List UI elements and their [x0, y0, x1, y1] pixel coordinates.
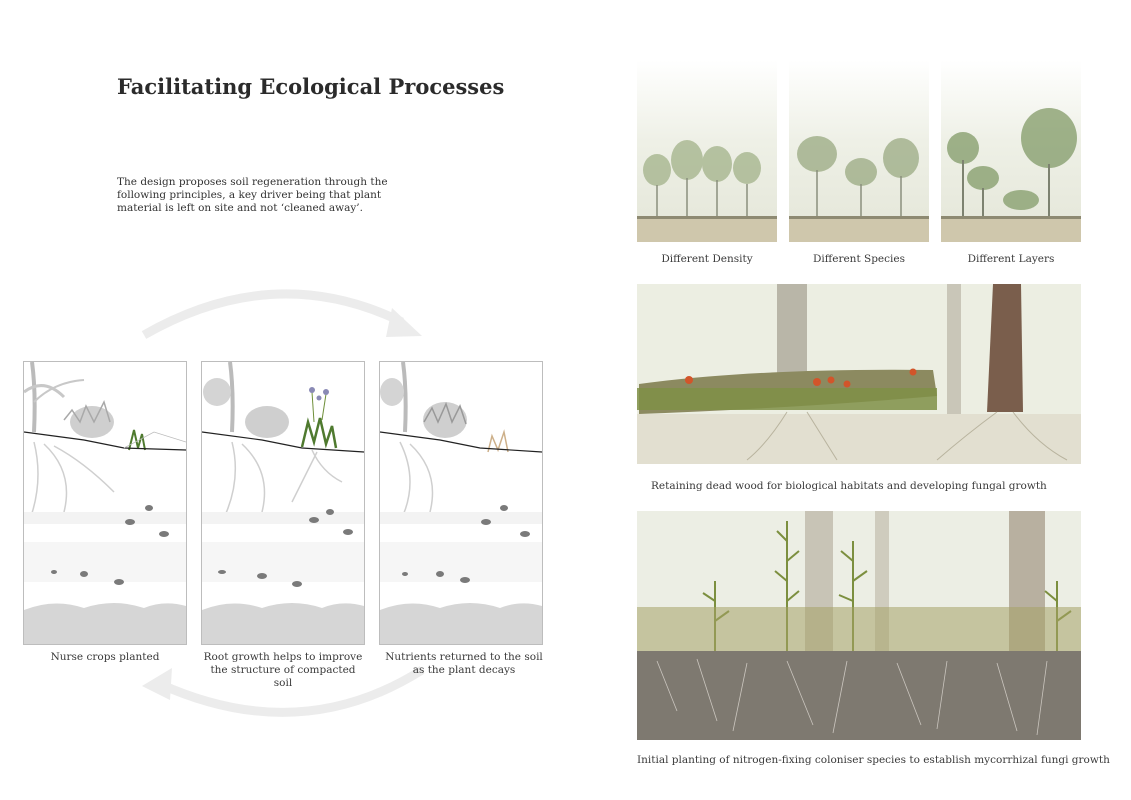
- forest-layers-image: [941, 60, 1081, 242]
- forest-species-image: [789, 60, 929, 242]
- deadwood-image: [637, 284, 1081, 464]
- soil-section-nurse-crops: [23, 361, 187, 645]
- cycle-arrow-top: [141, 289, 422, 339]
- page-title: Facilitating Ecological Processes: [117, 74, 505, 99]
- layers-caption: Different Layers: [967, 253, 1055, 265]
- planting-caption: Initial planting of nitrogen-fixing colo…: [637, 754, 1110, 766]
- density-caption: Different Density: [661, 253, 753, 265]
- planting-image: [637, 511, 1081, 740]
- species-caption: Different Species: [813, 253, 905, 265]
- intro-text: The design proposes soil regeneration th…: [117, 176, 388, 214]
- stage-3-caption: Nutrients returned to the soil as the pl…: [385, 651, 543, 676]
- stage-1-caption: Nurse crops planted: [50, 651, 160, 663]
- soil-section-decay: [379, 361, 543, 645]
- forest-density-image: [637, 60, 777, 242]
- stage-2-caption: Root growth helps to improve the structu…: [203, 651, 363, 689]
- deadwood-caption: Retaining dead wood for biological habit…: [651, 480, 1047, 492]
- cycle-arrow-bottom: [142, 666, 425, 717]
- soil-section-root-growth: [201, 361, 365, 645]
